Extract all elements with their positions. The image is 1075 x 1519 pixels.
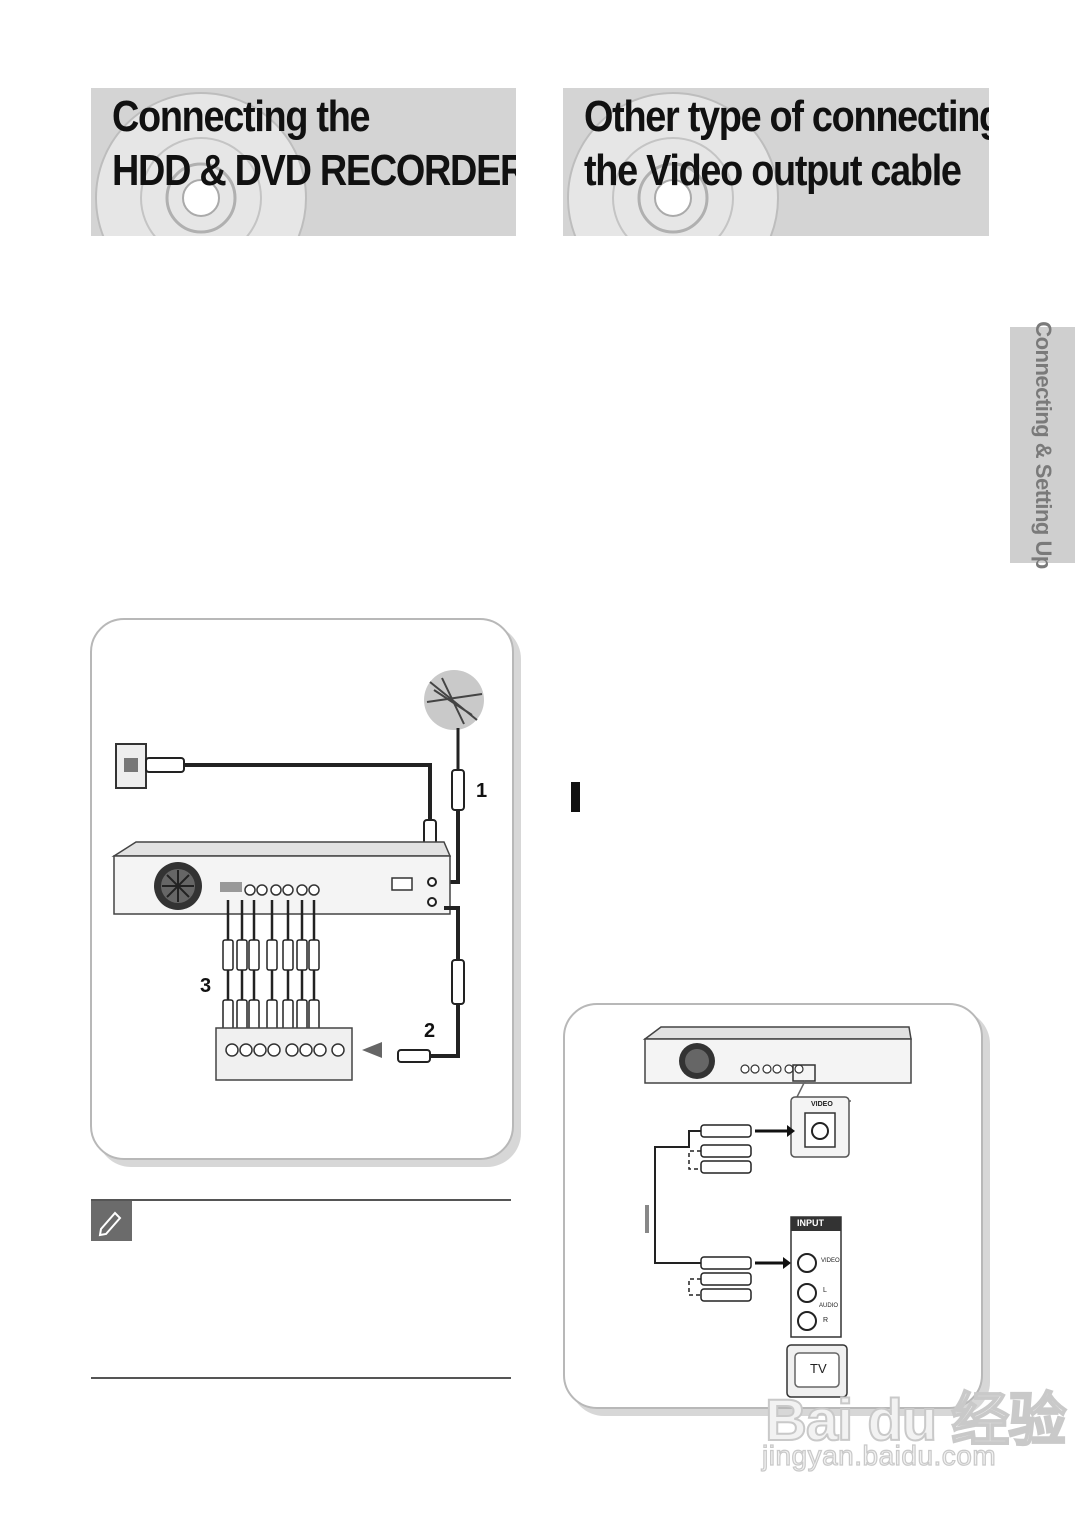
watermark-brand: Bai du 经验	[764, 1387, 1067, 1454]
heading-line-2: HDD & DVD RECORDER	[112, 146, 516, 195]
heading-banner-right: Other type of connecting the Video outpu…	[563, 88, 989, 236]
wall-socket-icon	[115, 743, 185, 789]
tv-input-title: INPUT	[797, 1218, 824, 1228]
tv-label: TV	[810, 1361, 827, 1376]
tv-input-left-label: L	[823, 1287, 827, 1294]
tv-input-video-label: VIDEO	[821, 1258, 840, 1264]
video-output-label: VIDEO	[811, 1101, 833, 1108]
connection-illustration	[111, 670, 484, 1081]
video-cable-illustration	[642, 1026, 912, 1398]
tv-input-panel	[790, 1216, 842, 1338]
tv-rear-panel	[215, 1027, 353, 1081]
disc-icon	[567, 92, 779, 236]
section-side-tab-label: Connecting & Setting Up	[1030, 321, 1056, 569]
heading-line-2: the Video output cable	[584, 146, 962, 195]
watermark-url: jingyan.baidu.com	[761, 1439, 997, 1471]
heading-line-1: Other type of connecting	[584, 92, 989, 141]
step-2-label: 2	[424, 1020, 436, 1042]
antenna-connection-diagram: 1 2 3	[90, 618, 514, 1160]
note-icon	[91, 1201, 132, 1241]
heading-banner-left: Connecting the HDD & DVD RECORDER	[91, 88, 516, 236]
note-top-rule	[91, 1199, 511, 1201]
section-side-tab: Connecting & Setting Up	[1010, 321, 1075, 569]
step-3-label: 3	[200, 975, 212, 997]
tv-input-right-label: R	[823, 1317, 829, 1324]
video-cable-diagram: VIDEO INPUT VIDEO L AUDIO R TV	[563, 1003, 983, 1409]
recorder-rear-panel	[111, 841, 452, 915]
recorder-rear-panel	[642, 1026, 912, 1084]
tv-icon	[786, 1344, 848, 1398]
note-bottom-rule	[91, 1377, 511, 1379]
antenna-icon	[424, 670, 484, 730]
tv-input-audio-label: AUDIO	[819, 1303, 839, 1309]
heading-line-1: Connecting the	[112, 92, 371, 141]
bullet-marker	[571, 782, 580, 812]
step-1-label: 1	[476, 780, 488, 802]
disc-icon	[95, 92, 307, 236]
